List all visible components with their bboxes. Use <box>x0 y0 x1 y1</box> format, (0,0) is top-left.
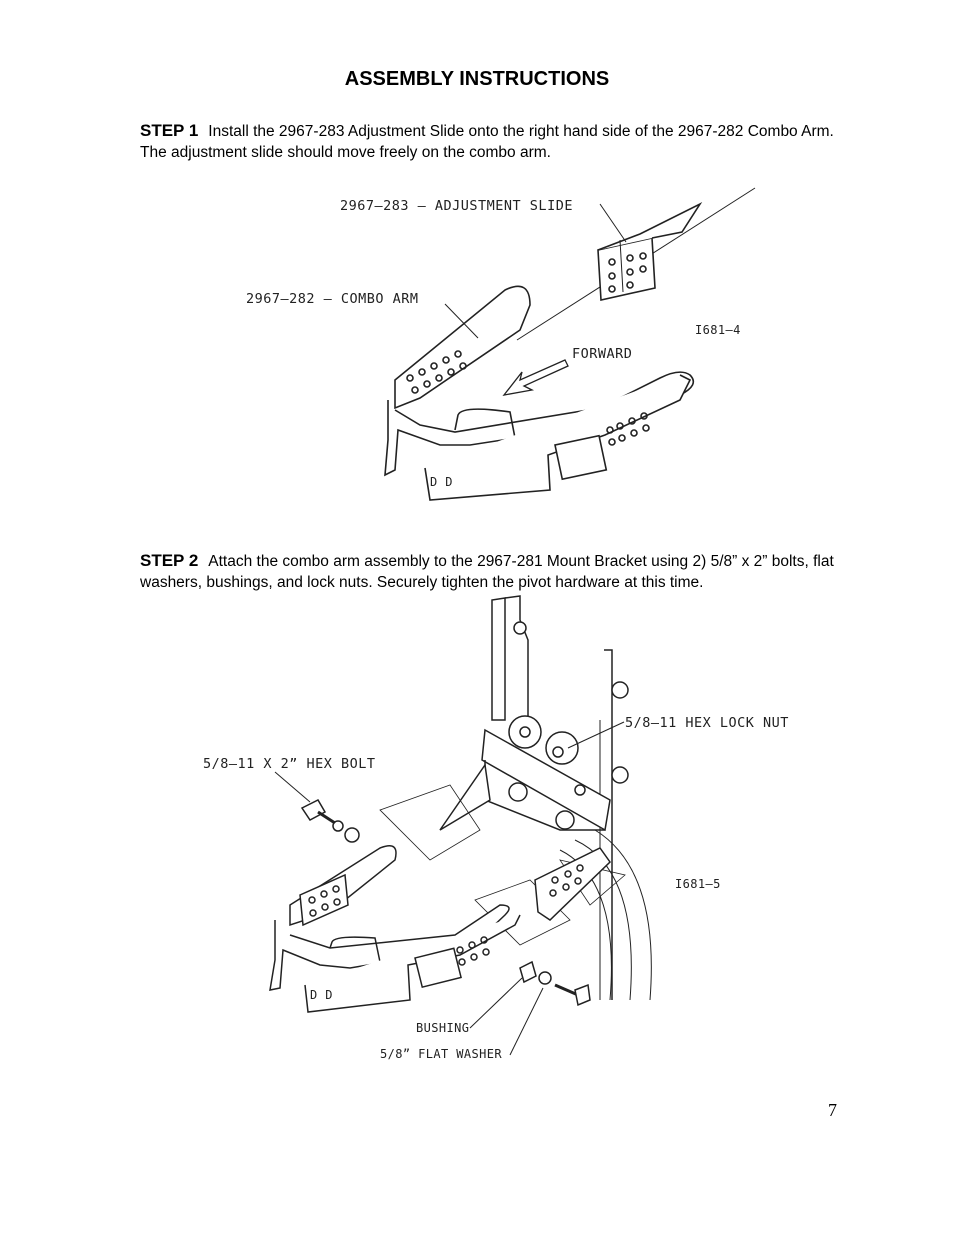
figure-1-drawing-id: I681–4 <box>695 323 741 337</box>
figure-1-slide-leader <box>599 203 627 243</box>
figure-2-locknut-leader <box>567 721 625 749</box>
step-2-label: STEP 2 <box>140 551 199 570</box>
figure-2-bolt-leader <box>274 771 311 803</box>
figure-2-bushing-leader <box>469 977 523 1029</box>
figure-1-arm-marking: D D <box>430 475 453 489</box>
figure-1-combo-arm-drawing <box>384 187 756 501</box>
figure-2-locknut-callout: 5/8–11 HEX LOCK NUT <box>625 715 789 731</box>
figure-2-arm-marking: D D <box>310 988 333 1002</box>
step-1-label: STEP 1 <box>140 121 199 140</box>
step-1-text: Install the 2967-283 Adjustment Slide on… <box>140 123 834 161</box>
figure-1-slide-callout: 2967–283 – ADJUSTMENT SLIDE <box>340 198 573 214</box>
figure-1-arm-leader <box>444 303 479 339</box>
figure-2-drawing-id: I681–5 <box>675 877 721 891</box>
page-number: 7 <box>828 1100 837 1120</box>
figure-1-arm-callout: 2967–282 – COMBO ARM <box>246 291 419 307</box>
figure-1-forward-callout: FORWARD <box>572 346 632 362</box>
figure-2-washer-callout: 5/8” FLAT WASHER <box>380 1047 502 1061</box>
figure-2-bushing-callout: BUSHING <box>416 1021 469 1035</box>
figure-2-mount-bracket-drawing <box>269 595 652 1013</box>
figure-2-bolt-callout: 5/8–11 X 2” HEX BOLT <box>203 756 376 772</box>
page-title: ASSEMBLY INSTRUCTIONS <box>344 68 610 90</box>
figure-2-washer-leader <box>509 987 544 1056</box>
step-2-text: Attach the combo arm assembly to the 296… <box>140 553 834 591</box>
